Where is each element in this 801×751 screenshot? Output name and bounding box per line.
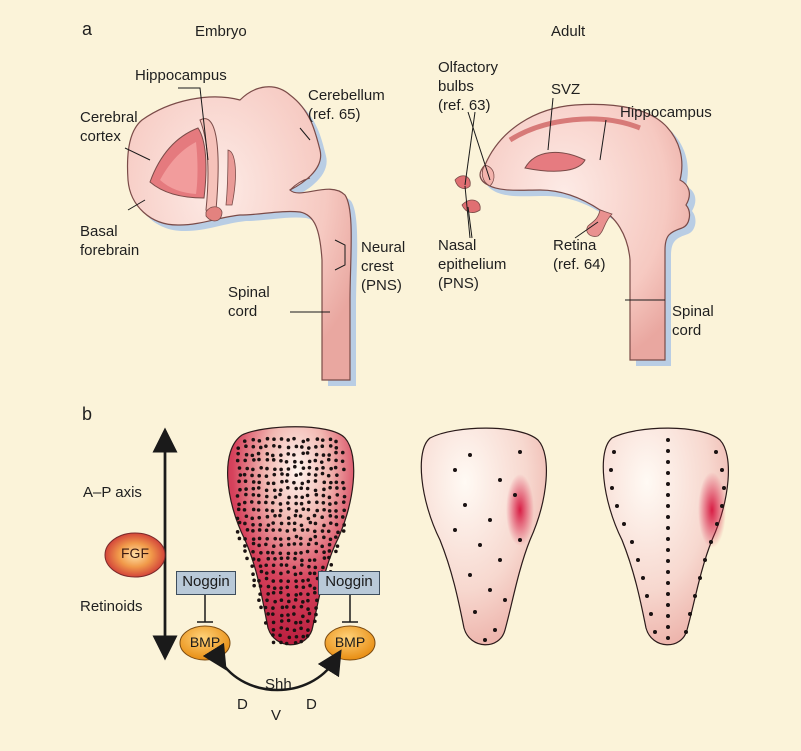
cerebellum-label: Cerebellum (ref. 65) (308, 86, 385, 124)
brain-b1 (228, 427, 354, 646)
embryo-hippocampus-label: Hippocampus (135, 66, 227, 85)
brain-b3 (603, 428, 728, 645)
panel-a-letter: a (82, 20, 92, 39)
panel-b-letter: b (82, 405, 92, 424)
fgf-label: FGF (115, 545, 155, 561)
d-right-label: D (306, 695, 317, 714)
noggin-left-box: Noggin (176, 571, 236, 595)
svz-label: SVZ (551, 80, 580, 99)
d-left-label: D (237, 695, 248, 714)
olfactory-bulbs-label: Olfactory bulbs (ref. 63) (438, 58, 498, 115)
cerebral-cortex-label: Cerebral cortex (80, 108, 138, 146)
embryo-title: Embryo (195, 22, 247, 41)
bmp-left-label: BMP (182, 634, 228, 650)
noggin-right-box: Noggin (318, 571, 380, 595)
shh-label: Shh (265, 675, 292, 694)
nasal-epithelium-label: Nasal epithelium (PNS) (438, 236, 506, 293)
adult-hippocampus-label: Hippocampus (620, 103, 712, 122)
retinoids-label: Retinoids (80, 597, 143, 616)
retina-label: Retina (ref. 64) (553, 236, 606, 274)
ap-axis-label: A–P axis (83, 483, 142, 502)
brain-b2 (421, 428, 546, 645)
v-label: V (271, 706, 281, 725)
bmp-right-label: BMP (327, 634, 373, 650)
embryo-spinal-cord-label: Spinal cord (228, 283, 270, 321)
embryo-brain (128, 87, 358, 386)
neural-crest-label: Neural crest (PNS) (361, 238, 405, 295)
adult-spinal-cord-label: Spinal cord (672, 302, 714, 340)
basal-forebrain-label: Basal forebrain (80, 222, 139, 260)
adult-title: Adult (551, 22, 585, 41)
